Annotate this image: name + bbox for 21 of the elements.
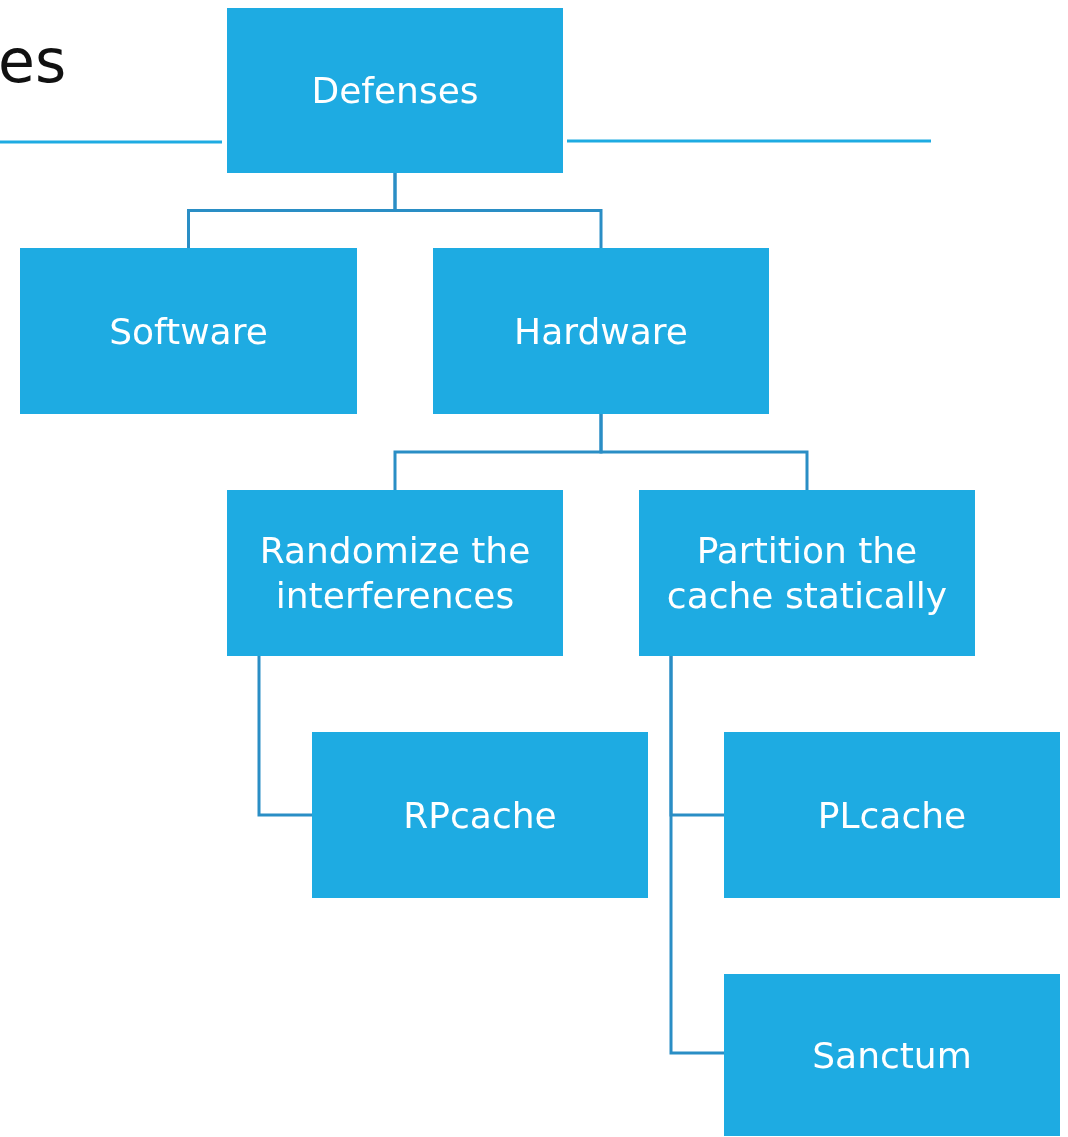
node-label: Software [109, 309, 268, 354]
connector-line [669, 656, 724, 1055]
node-box [227, 490, 563, 656]
node-box [312, 732, 648, 898]
connector-line [393, 173, 603, 248]
node-label: Partition the cache statically [665, 529, 949, 618]
node-label: Randomize the interferences [258, 529, 532, 618]
node-label: Hardware [514, 309, 688, 354]
node-box [724, 732, 1060, 898]
title-text: es [0, 26, 67, 96]
node-box [227, 8, 563, 173]
node-box [433, 248, 769, 414]
node-box [639, 490, 975, 656]
connector-line [599, 414, 809, 490]
node-box [20, 248, 357, 414]
connector-line [257, 656, 312, 817]
node-box [724, 974, 1060, 1136]
node-label: PLcache [817, 793, 967, 838]
node-label: Defenses [311, 69, 479, 113]
node-label: Sanctum [812, 1033, 972, 1078]
node-label: RPcache [403, 793, 557, 838]
